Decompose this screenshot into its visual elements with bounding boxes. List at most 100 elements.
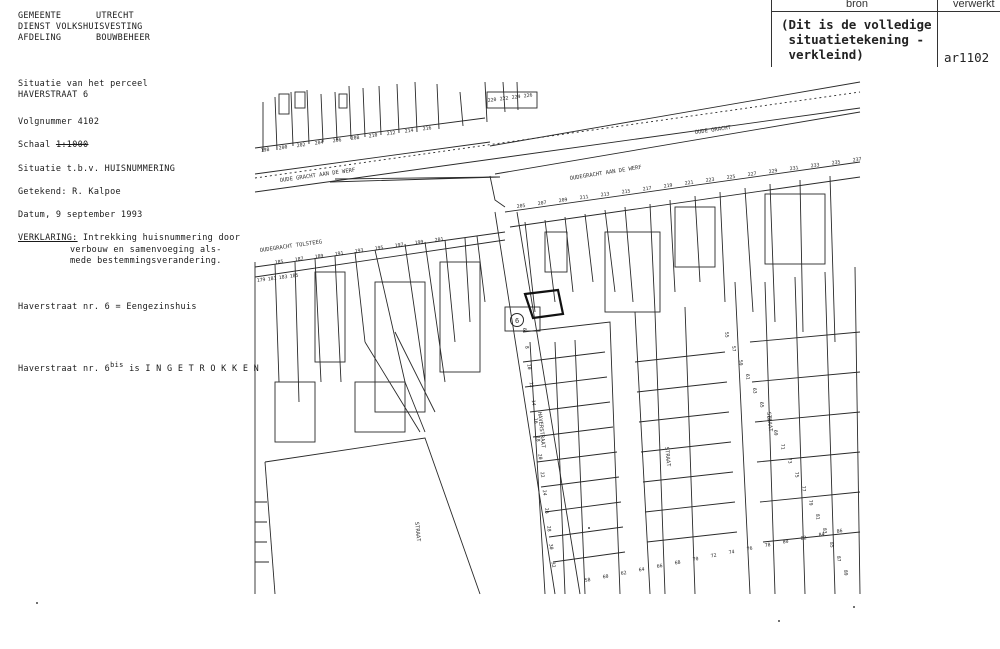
house-number-label: 22 — [539, 472, 546, 478]
stamp-verwerkt-label: verwerkt — [953, 0, 995, 10]
house-number-label: 216 — [422, 125, 432, 132]
house-number-label: 6 — [521, 328, 527, 332]
house-number-label: 212 — [386, 130, 396, 137]
house-number-label: 181 — [267, 275, 277, 282]
meta-note2-sup: bis — [110, 361, 124, 369]
scan-speck — [588, 527, 590, 529]
house-number-label: 59 — [737, 360, 744, 366]
house-number-label: 206 — [332, 137, 342, 144]
house-number-label: 209 — [558, 197, 568, 204]
house-number-label: 214 — [404, 128, 414, 135]
meta-note2: Haverstraat nr. 6bis is I N G E T R O K … — [18, 360, 259, 375]
house-number-label: 26 — [543, 508, 550, 514]
house-number-label: 229 — [768, 168, 778, 175]
street-oude-gracht: OUDE GRACHT — [694, 125, 732, 136]
meta-note2-prefix: Haverstraat nr. 6 — [18, 363, 111, 374]
house-number-label: 84 — [818, 532, 825, 539]
letterhead-afdeling: AFDELING — [18, 33, 62, 43]
meta-schaal: Schaal 1:1000 — [18, 140, 88, 151]
meta-verklaring-label: VERKLARING: — [18, 233, 78, 243]
house-number-label: 12 — [528, 382, 535, 388]
house-number-label: 66 — [656, 563, 663, 570]
situation-map: OUDE GRACHT OUDEGRACHT AAN DE WERF OUDE … — [254, 81, 862, 595]
house-number-label: 183 — [278, 274, 288, 281]
house-number-label: 223 — [705, 177, 715, 184]
stamp-border-middle — [937, 0, 938, 67]
house-number-label: 193 — [354, 248, 364, 255]
meta-note1: Haverstraat nr. 6 = Eengezinshuis — [18, 302, 197, 312]
house-number-label: 85 — [828, 542, 835, 548]
house-number-label: 78 — [764, 542, 771, 549]
street-jacobs: STRAAT — [663, 447, 671, 468]
stamp-border-header — [771, 11, 1000, 12]
house-number-label: 14 — [530, 400, 537, 406]
house-number-label: 191 — [334, 250, 344, 257]
house-number-label: 225 — [726, 174, 736, 181]
house-number-label: 18 — [534, 436, 541, 442]
house-number-label: 187 — [294, 256, 304, 263]
meta-volgnummer: Volgnummer 4102 — [18, 117, 100, 127]
meta-verklaring-line1: Intrekking huisnummering door — [83, 233, 241, 243]
house-number-label: 222 — [499, 95, 509, 102]
scan-speck — [853, 606, 855, 608]
house-number-label: 16 — [532, 418, 539, 424]
street-lange: STRAAT — [765, 412, 773, 433]
house-number-label: 73 — [786, 458, 793, 464]
house-number-label: 72 — [710, 553, 717, 560]
house-number-label: 211 — [579, 194, 589, 201]
canal — [254, 81, 861, 208]
house-number-label: 60 — [602, 574, 609, 581]
meta-verklaring-line3: mede bestemmingsverandering. — [70, 256, 222, 266]
letterhead-utrecht: UTRECHT — [96, 11, 134, 21]
meta-verklaring: VERKLARING: Intrekking huisnummering doo… — [18, 233, 240, 244]
house-number-label: 233 — [810, 162, 820, 169]
stamp-bron-label: bron — [846, 0, 869, 10]
house-number-label: 185 — [289, 273, 299, 280]
house-number-circle-label: 6 — [515, 317, 519, 325]
stamp-border-left — [771, 0, 772, 67]
house-number-label: 208 — [350, 135, 360, 142]
house-number-label: 198 — [260, 147, 270, 154]
scan-speck — [36, 602, 38, 604]
house-number-label: 67 — [765, 416, 772, 422]
house-number-label: 20 — [536, 454, 543, 460]
house-number-label: 227 — [747, 171, 757, 178]
meta-note2-suffix: is I N G E T R O K K E N — [123, 363, 260, 374]
meta-verklaring-line2: verbouw en samenvoeging als- — [70, 245, 222, 255]
house-number-label: 76 — [746, 546, 753, 553]
archive-code: ar1102 — [944, 50, 990, 65]
house-number-label: 58 — [584, 577, 591, 584]
house-number-label: 64 — [638, 567, 645, 574]
letterhead-bouwbeheer: BOUWBEHEER — [96, 33, 151, 43]
house-number-label: 71 — [779, 444, 786, 450]
house-number-label: 28 — [545, 526, 552, 532]
house-number-label: 80 — [782, 539, 789, 546]
house-number-label: 82 — [800, 535, 807, 542]
highlighted-plot — [523, 288, 565, 320]
letterhead-dienst: DIENST VOLKSHUISVESTING — [18, 22, 143, 32]
house-number-label: 69 — [772, 430, 779, 436]
house-number-label: 62 — [620, 570, 627, 577]
house-number-label: 213 — [600, 191, 610, 198]
house-number-label: 57 — [730, 346, 737, 352]
meta-title-line2: HAVERSTRAAT 6 — [18, 90, 89, 100]
letterhead-gemeente: GEMEENTE — [18, 11, 62, 21]
house-number-label: 10 — [525, 364, 532, 370]
house-number-label: 75 — [793, 472, 800, 478]
house-number-label: 202 — [296, 142, 306, 149]
house-number-label: 221 — [684, 180, 694, 187]
meta-title-line1: Situatie van het perceel — [18, 79, 149, 89]
house-number-circle — [510, 313, 524, 327]
street-left: STRAAT — [413, 522, 421, 543]
house-number-label: 65 — [758, 402, 765, 408]
house-number-label: 189 — [314, 253, 324, 260]
house-number-label: 30 — [547, 544, 554, 550]
haverstraat-block — [494, 211, 861, 595]
house-number-label: 224 — [511, 94, 521, 101]
meta-situatie: Situatie t.b.v. HUISNUMMERING — [18, 164, 176, 174]
house-number-label: 63 — [751, 388, 758, 394]
house-number-label: 217 — [642, 185, 652, 192]
house-number-label: 87 — [835, 556, 842, 562]
